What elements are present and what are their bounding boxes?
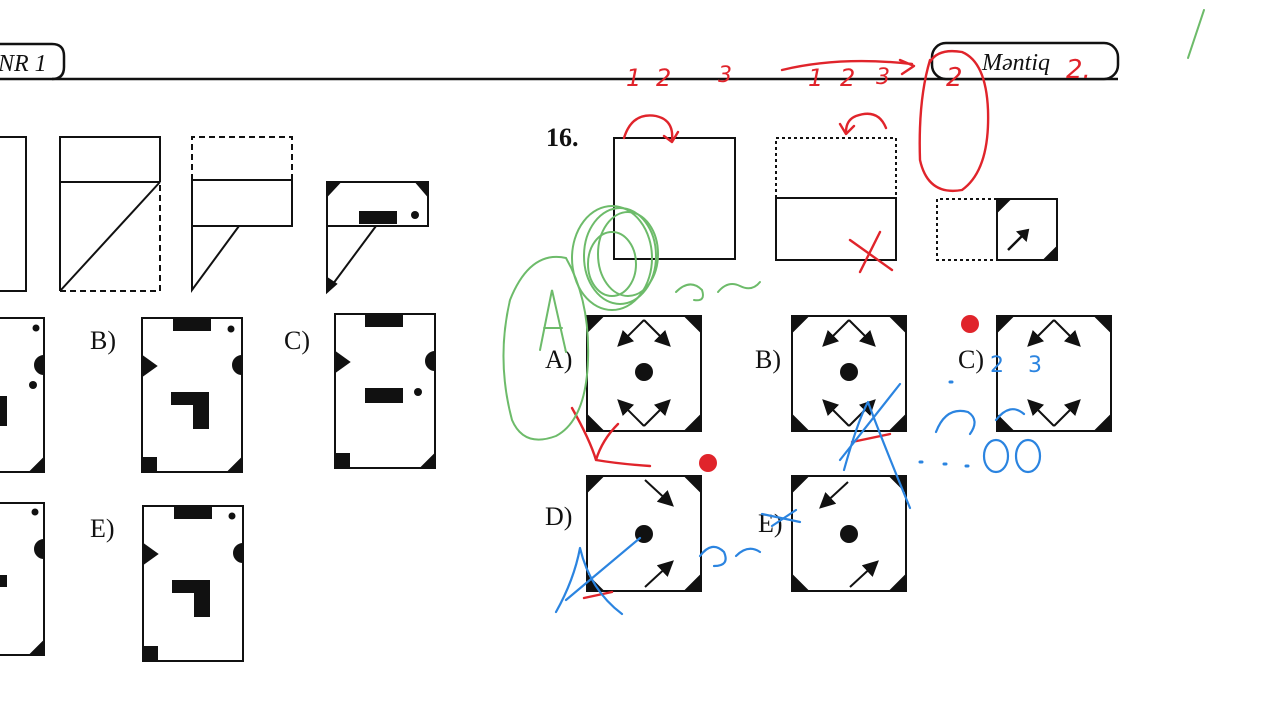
blue-cross-option-b — [838, 382, 912, 510]
red-seq1-1: 1 — [626, 64, 641, 92]
blue-dots — [918, 380, 970, 468]
blue-arrow-option-c — [934, 408, 1026, 436]
green-loop-3 — [597, 211, 659, 297]
left-option-e-fig — [142, 505, 244, 662]
green-pen-annotations — [502, 9, 1205, 441]
left-option-a-fig — [0, 317, 45, 473]
red-circle-oval — [918, 49, 990, 193]
blue-mark-option-e — [760, 508, 802, 528]
blue-arrow-option-d — [698, 545, 762, 568]
option-c-figure — [996, 315, 1112, 432]
blue-digit-3: 3 — [1028, 353, 1042, 378]
blue-zero-1 — [982, 438, 1010, 474]
left-fig-2 — [59, 136, 161, 292]
red-cross-stem — [848, 230, 894, 274]
red-pen-numbers: 1 2 3 1 2 3 2 2. — [626, 55, 1091, 93]
red-arrow-over-fig-2 — [838, 112, 888, 136]
left-option-b-fig — [141, 317, 243, 473]
left-option-c-label: C) — [284, 326, 310, 355]
red-seq1-3: 3 — [718, 63, 732, 88]
left-option-d-fig — [0, 502, 45, 656]
red-cross-option-a — [570, 406, 652, 468]
green-A-letter — [539, 289, 567, 353]
red-circled-digit: 2 — [946, 63, 963, 93]
left-question — [0, 136, 436, 662]
left-fig-4 — [326, 181, 429, 295]
green-loop-2 — [583, 207, 657, 305]
green-arrow-note — [675, 281, 761, 302]
left-tab-label: NR 1 — [0, 51, 47, 77]
red-line-option-b — [850, 432, 892, 444]
green-loop-4 — [587, 231, 637, 297]
option-d-figure — [586, 475, 702, 592]
green-large-loop — [502, 255, 590, 441]
left-tab-frame — [0, 42, 66, 81]
stem-fig-2 — [775, 137, 897, 261]
left-option-e-label: E) — [90, 514, 115, 543]
right-tab-label: Məntiq — [981, 50, 1050, 76]
red-seq2-2: 2 — [840, 64, 855, 92]
red-seq2-3: 3 — [876, 65, 890, 90]
red-answer: 2. — [1066, 55, 1091, 85]
option-d-label: D) — [545, 502, 572, 531]
red-arrow-over-fig-1 — [622, 114, 680, 144]
left-option-b-label: B) — [90, 326, 116, 355]
left-fig-1 — [0, 136, 27, 292]
option-e-figure — [791, 475, 907, 592]
blue-cross-option-d — [554, 536, 642, 616]
blue-pen-numbers: 2 3 — [990, 353, 1042, 378]
stem-fig-3 — [936, 198, 1058, 261]
option-c-label: C) — [958, 345, 984, 374]
green-tick — [1187, 9, 1205, 59]
blue-pen-annotations — [554, 380, 1042, 616]
option-b-label: B) — [755, 345, 781, 374]
blue-zero-2 — [1014, 438, 1042, 474]
question-number: 16. — [546, 123, 579, 152]
red-dot-option-c — [961, 315, 979, 333]
red-seq2-1: 1 — [808, 64, 823, 92]
red-pen-annotations — [570, 49, 990, 600]
stem-fig-1 — [613, 137, 736, 260]
green-loop-1 — [571, 205, 653, 311]
left-fig-3 — [191, 136, 293, 294]
option-a-label: A) — [545, 345, 572, 374]
red-bracket-line — [780, 58, 916, 76]
question-16-stem — [613, 137, 1058, 261]
blue-digit-2: 2 — [990, 353, 1004, 378]
option-a-figure — [586, 315, 702, 432]
red-line-option-d — [582, 590, 614, 600]
left-option-c-fig — [334, 313, 436, 469]
red-seq1-2: 2 — [656, 64, 671, 92]
red-dot-option-d — [699, 454, 717, 472]
option-b-figure — [791, 315, 907, 432]
